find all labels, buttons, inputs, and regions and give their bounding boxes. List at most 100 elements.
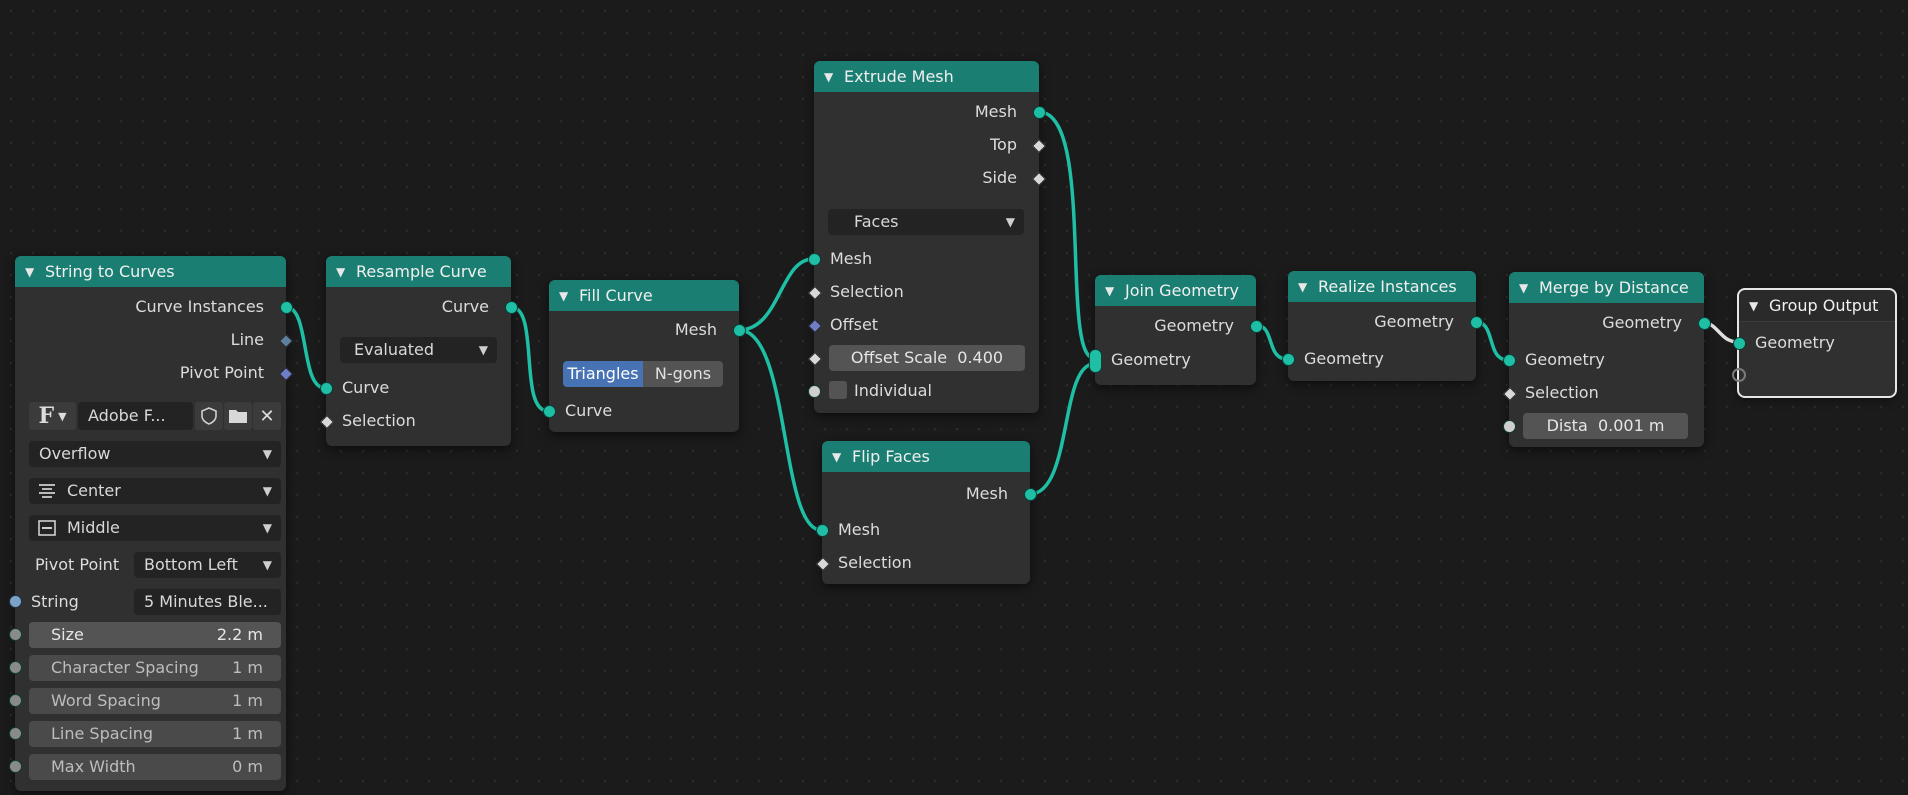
socket-offset-scale[interactable] <box>807 351 823 367</box>
dropdown-value: Bottom Left <box>144 555 238 574</box>
socket-mesh-out[interactable] <box>1033 106 1046 119</box>
socket-distance[interactable] <box>1503 420 1516 433</box>
string-label: String <box>31 592 79 611</box>
socket-word-spacing[interactable] <box>9 694 22 707</box>
field-value: 0.400 <box>957 348 1004 367</box>
node-header[interactable]: ▼ Resample Curve <box>326 256 511 287</box>
socket-curve-out[interactable] <box>505 301 518 314</box>
node-realize-instances[interactable]: ▼Realize Instances Geometry Geometry <box>1282 271 1483 381</box>
socket-geometry-in[interactable] <box>1733 337 1746 350</box>
socket-geometry-out[interactable] <box>1470 316 1483 329</box>
node-header[interactable]: ▼ Merge by Distance <box>1509 272 1704 303</box>
individual-checkbox[interactable] <box>829 381 847 399</box>
node-extrude-mesh[interactable]: ▼Extrude Mesh Mesh Top Side Faces▼ Mesh … <box>807 61 1047 413</box>
chevron-down-icon[interactable]: ▼ <box>832 449 842 464</box>
node-group-output[interactable]: ▼Group Output Geometry <box>1732 288 1897 398</box>
node-merge-by-distance[interactable]: ▼Merge by Distance Geometry Geometry Sel… <box>1502 272 1711 447</box>
socket-curve-in[interactable] <box>320 382 333 395</box>
node-header[interactable]: ▼Group Output <box>1739 290 1895 322</box>
socket-mesh-in[interactable] <box>816 524 829 537</box>
node-header[interactable]: ▼String to Curves <box>15 256 286 287</box>
node-resample-curve[interactable]: ▼Resample Curve Curve Evaluated▼ Curve S… <box>319 256 518 446</box>
open-folder-icon[interactable] <box>224 402 252 430</box>
node-header[interactable]: ▼Fill Curve <box>549 280 739 311</box>
node-header[interactable]: ▼Join Geometry <box>1095 275 1256 306</box>
node-header[interactable]: ▼Flip Faces <box>822 441 1030 472</box>
socket-curve-instances[interactable] <box>280 301 293 314</box>
socket-geometry-out[interactable] <box>1250 320 1263 333</box>
socket-character-spacing[interactable] <box>9 661 22 674</box>
socket-geometry-in[interactable] <box>1503 354 1516 367</box>
input-curve: Curve <box>565 401 613 420</box>
node-title: Resample Curve <box>356 262 487 281</box>
align-x-dropdown[interactable]: Center▼ <box>29 478 281 504</box>
align-middle-icon <box>38 520 56 536</box>
chevron-down-icon[interactable]: ▼ <box>559 288 569 303</box>
mode-ngons-button[interactable]: N-gons <box>643 361 723 387</box>
chevron-down-icon[interactable]: ▼ <box>1105 283 1115 298</box>
node-join-geometry[interactable]: ▼Join Geometry Geometry Geometry <box>1089 275 1263 385</box>
socket-max-width[interactable] <box>9 760 22 773</box>
chevron-down-icon[interactable]: ▼ <box>25 264 35 279</box>
chevron-down-icon[interactable]: ▼ <box>1298 279 1308 294</box>
socket-empty[interactable] <box>1732 368 1746 382</box>
socket-mesh-in[interactable] <box>808 253 821 266</box>
field-label-value: Offset Scale 0.400 <box>829 345 1025 371</box>
string-input[interactable]: 5 Minutes Ble... <box>134 589 281 615</box>
field-label-value: Dista 0.001 m <box>1523 413 1688 439</box>
socket-line-spacing[interactable] <box>9 727 22 740</box>
output-geometry: Geometry <box>1374 312 1454 331</box>
dropdown-value: Faces <box>854 212 899 231</box>
output-mesh: Mesh <box>974 102 1017 121</box>
node-flip-faces[interactable]: ▼Flip Faces Mesh Mesh Selection <box>815 441 1037 584</box>
socket-mesh-out[interactable] <box>733 324 746 337</box>
mode-triangles-button[interactable]: Triangles <box>563 361 643 387</box>
output-geometry: Geometry <box>1154 316 1234 335</box>
chevron-down-icon[interactable]: ▼ <box>336 264 346 279</box>
font-name-field[interactable]: Adobe F... <box>78 402 193 430</box>
socket-mesh-out[interactable] <box>1024 488 1037 501</box>
node-header[interactable]: ▼Extrude Mesh <box>814 61 1039 92</box>
output-curve: Curve <box>441 297 489 316</box>
align-center-icon <box>39 484 55 498</box>
chevron-down-icon[interactable]: ▼ <box>1519 280 1529 295</box>
socket-size[interactable] <box>9 628 22 641</box>
chevron-down-icon: ▼ <box>262 447 272 461</box>
offset-scale-field[interactable]: Offset Scale 0.400 <box>829 345 1025 371</box>
output-mesh: Mesh <box>965 484 1008 503</box>
node-title: Merge by Distance <box>1539 278 1689 297</box>
distance-field[interactable]: Dista 0.001 m <box>1523 413 1688 439</box>
node-string-to-curves[interactable]: ▼String to Curves Curve Instances Line P… <box>9 256 294 791</box>
socket-geometry-in[interactable] <box>1282 353 1295 366</box>
socket-geometry-out[interactable] <box>1698 317 1711 330</box>
chevron-down-icon[interactable]: ▼ <box>1749 298 1759 313</box>
input-geometry: Geometry <box>1755 333 1835 352</box>
socket-curve-in[interactable] <box>543 405 556 418</box>
fake-user-shield-icon[interactable] <box>195 402 223 430</box>
mode-dropdown[interactable]: Faces ▼ <box>828 209 1024 235</box>
unlink-close-icon[interactable]: ✕ <box>253 402 281 430</box>
socket-string[interactable] <box>9 595 22 608</box>
pivot-point-dropdown[interactable]: Bottom Left▼ <box>134 552 281 578</box>
chevron-down-icon: ▼ <box>1005 215 1015 229</box>
node-header[interactable]: ▼Realize Instances <box>1288 271 1476 302</box>
mode-dropdown[interactable]: Evaluated▼ <box>340 337 497 363</box>
field-value: 1 m <box>232 724 263 743</box>
field-value: 0.001 m <box>1597 416 1665 435</box>
node-fill-curve[interactable]: ▼Fill Curve Mesh Triangles N-gons Curve <box>543 280 746 432</box>
overflow-dropdown[interactable]: Overflow▼ <box>29 441 281 467</box>
link-fill-to-extrude <box>737 257 815 332</box>
align-y-dropdown[interactable]: Middle▼ <box>29 515 281 541</box>
output-geometry: Geometry <box>1602 313 1682 332</box>
socket-individual[interactable] <box>808 385 821 398</box>
socket-geometry-multi-in[interactable] <box>1089 349 1102 373</box>
input-offset: Offset <box>830 315 879 334</box>
chevron-down-icon[interactable]: ▼ <box>824 69 834 84</box>
input-geometry: Geometry <box>1304 349 1384 368</box>
font-picker[interactable]: F ▼ <box>29 402 76 430</box>
